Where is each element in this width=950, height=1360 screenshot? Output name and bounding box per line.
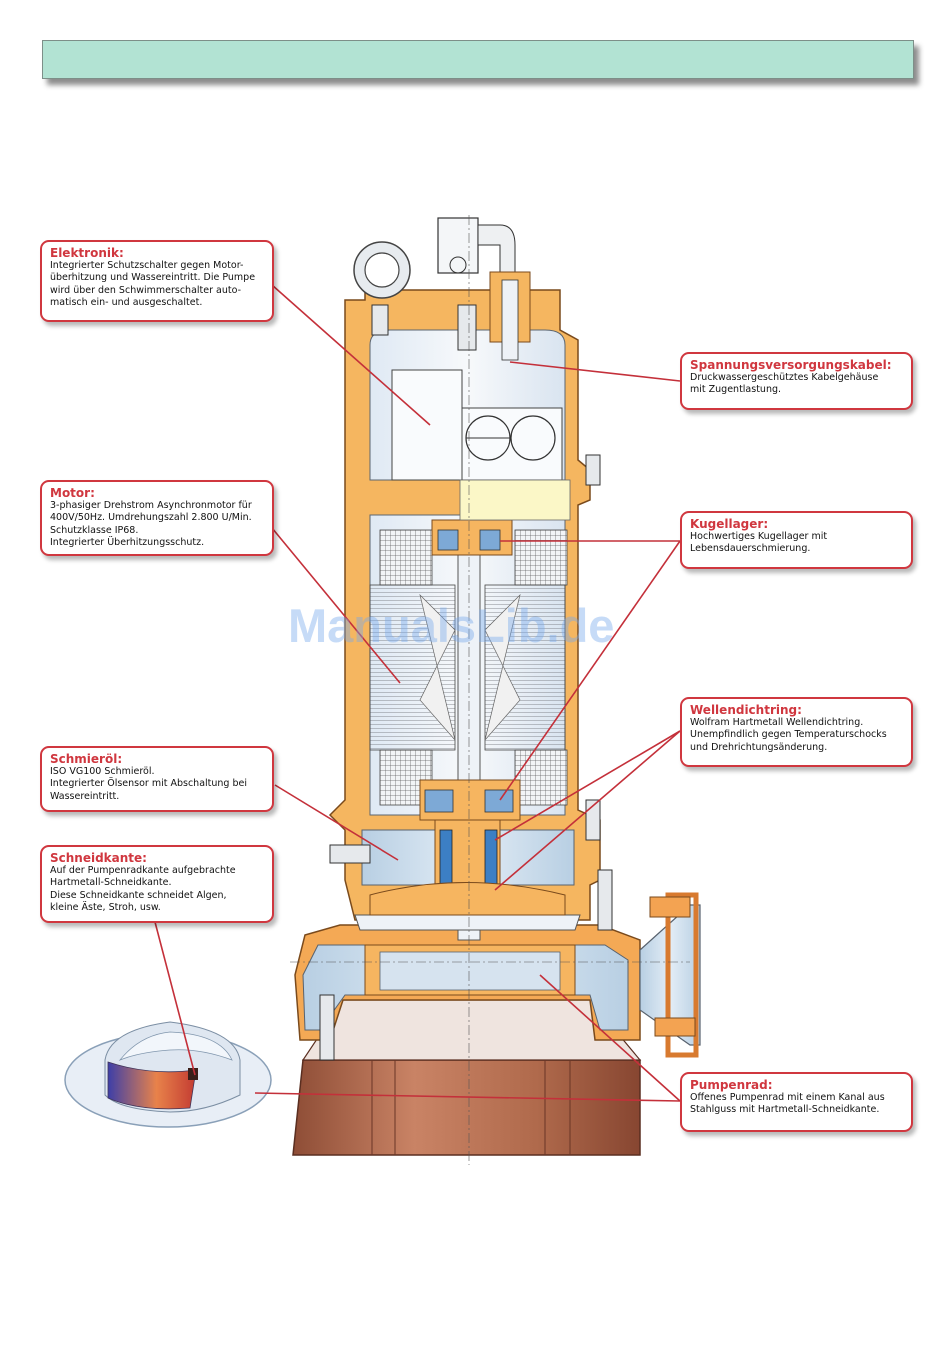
callout-title: Schneidkante:: [50, 851, 147, 865]
pump-base: [292, 999, 642, 1156]
callout-title: Schmieröl:: [50, 752, 123, 766]
callout-elektronik: Elektronik: Integrierter Schutzschalter …: [40, 240, 274, 322]
motor-housing: [319, 289, 613, 1061]
watermark: ManualsLib.de: [288, 599, 615, 652]
centre-lines: [290, 215, 690, 1165]
callout-text: 3-phasiger Drehstrom Asynchronmotor für …: [50, 500, 252, 548]
callout-text: Hochwertiges Kugellager mit Lebensdauers…: [690, 531, 828, 555]
callout-pumpenrad: Pumpenrad: Offenes Pumpenrad mit einem K…: [680, 1072, 913, 1132]
callout-schmieroel: Schmieröl: ISO VG100 Schmieröl. Integrie…: [40, 746, 274, 812]
header-bar: [42, 40, 914, 79]
callout-text: Auf der Pumpenradkante aufgebrachte Hart…: [50, 865, 236, 913]
callout-title: Spannungsversorgungskabel:: [690, 358, 892, 372]
callout-title: Elektronik:: [50, 246, 124, 260]
callout-text: Offenes Pumpenrad mit einem Kanal aus St…: [690, 1092, 885, 1116]
impeller-inset: [64, 1021, 272, 1128]
callout-text: Wolfram Hartmetall Wellendichtring. Unem…: [690, 717, 887, 753]
leader-lines: [154, 284, 681, 1102]
callout-schneidkante: Schneidkante: Auf der Pumpenradkante auf…: [40, 845, 274, 923]
callout-title: Wellendichtring:: [690, 703, 802, 717]
callout-title: Motor:: [50, 486, 95, 500]
callout-title: Kugellager:: [690, 517, 769, 531]
callout-kugellager: Kugellager: Hochwertiges Kugellager mit …: [680, 511, 913, 569]
callout-motor: Motor: 3-phasiger Drehstrom Asynchronmot…: [40, 480, 274, 556]
callout-wellendichtring: Wellendichtring: Wolfram Hartmetall Well…: [680, 697, 913, 767]
lifting-eye: [353, 241, 411, 299]
callout-title: Pumpenrad:: [690, 1078, 773, 1092]
callout-text: Integrierter Schutzschalter gegen Motor-…: [50, 260, 256, 308]
pump-casing: [294, 892, 701, 1058]
callout-text: ISO VG100 Schmieröl. Integrierter Ölsens…: [50, 766, 247, 802]
cable-gland: [437, 217, 531, 361]
callout-spannungsversorgungskabel: Spannungsversorgungskabel: Druckwasserge…: [680, 352, 913, 410]
callout-text: Druckwassergeschütztes Kabelgehäuse mit …: [690, 372, 879, 396]
